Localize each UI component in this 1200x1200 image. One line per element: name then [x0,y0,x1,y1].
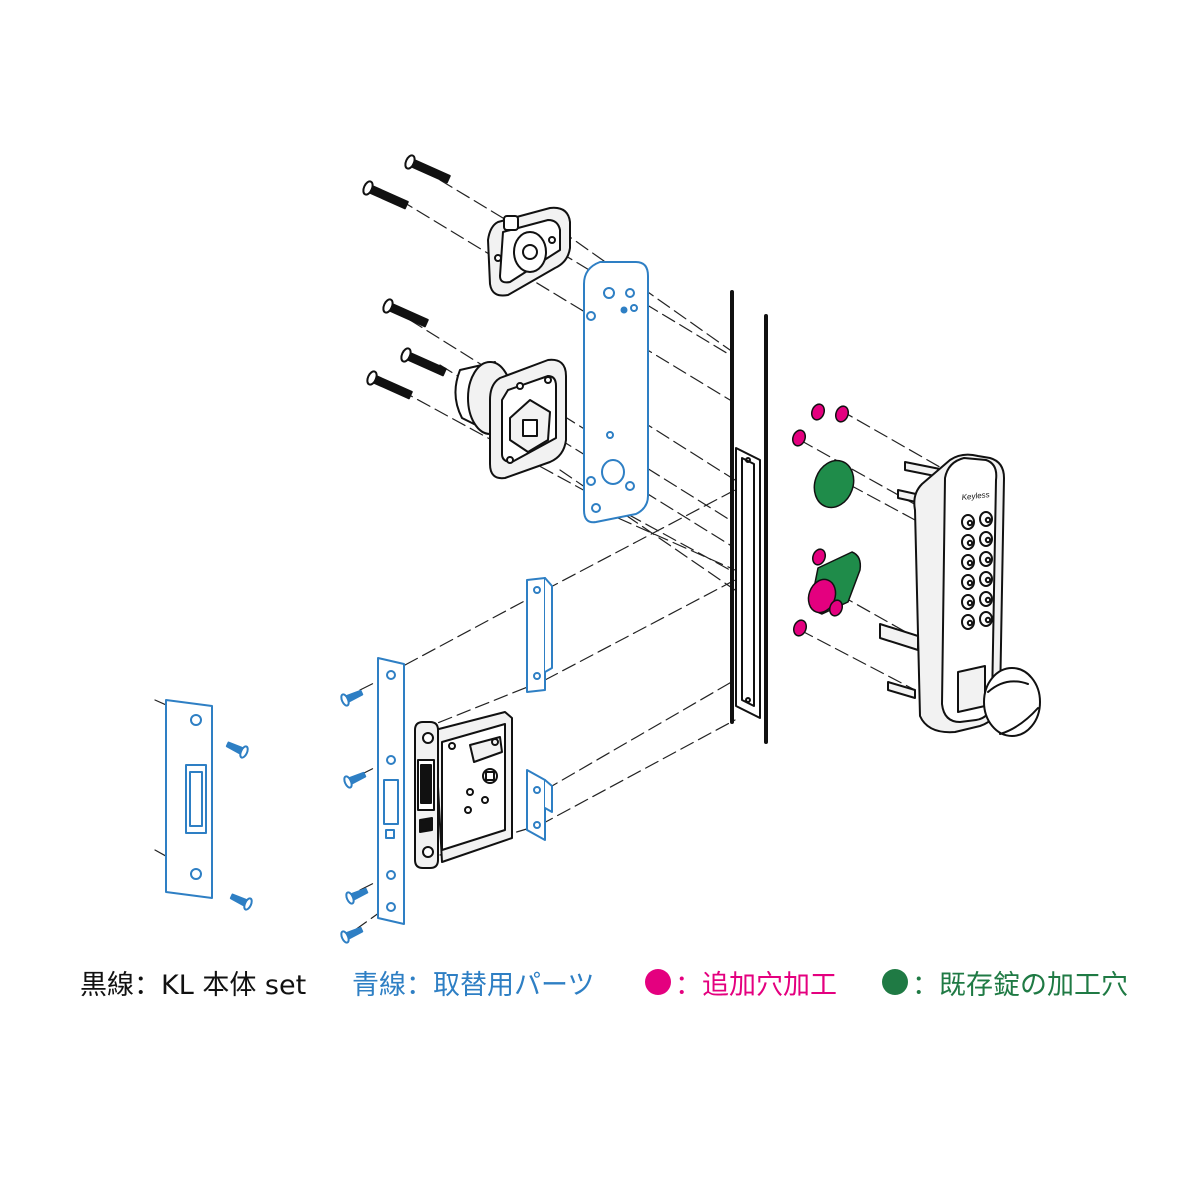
keypad-button-stem [966,519,974,527]
keypad-button-stem [984,516,992,524]
keypad-button-stem [966,579,974,587]
legend-green: ：既存錠の加工穴 [882,962,1128,1002]
lower-strike-plate [526,769,553,841]
door-mortise-pocket [735,447,761,719]
long-screw [404,154,451,184]
additional-hole-markers [791,403,850,637]
legend-magenta-text: ：追加穴加工 [675,969,837,1001]
legend-blue: 青線：取替用パーツ [352,962,594,1002]
legend-green-text: ：既存錠の加工穴 [912,969,1128,1001]
magenta-dot-icon [645,969,671,995]
short-screw [229,893,253,911]
front-faceplate [377,657,405,925]
keypad-button-stem [984,536,992,544]
keypad-knob [957,665,1041,737]
middle-escutcheon [454,358,567,480]
short-screw [225,741,249,759]
keypad-button-stem [966,539,974,547]
keypad-button-stem [984,596,992,604]
replacement-backplate [583,261,649,524]
legend-blue-text: 青線：取替用パーツ [352,969,595,1001]
keypad-button-stem [966,599,974,607]
legend-black-text: 黒線：KL 本体 set [80,969,307,1001]
long-screw [366,370,413,400]
short-screw [340,689,364,707]
keypad-button-stem [984,556,992,564]
legend-magenta: ：追加穴加工 [645,962,837,1002]
keypad-button-stem [966,559,974,567]
long-screw [382,298,429,328]
keypad-lock-body: Keyless [879,453,1041,737]
keypad-button-stem [984,576,992,584]
top-escutcheon [487,206,571,297]
frame-strike-plate [165,699,213,899]
long-screw [400,347,447,377]
long-screw [362,180,409,210]
short-screw [340,926,364,944]
short-screw [343,771,367,789]
keypad-buttons [961,511,993,630]
mortise-lock-case [434,711,513,863]
keypad-button-stem [966,619,974,627]
short-screw [345,887,369,905]
door-section [730,290,768,744]
keypad-brand-label: Keyless [961,490,990,502]
mortise-faceplate [414,721,439,869]
upper-strike-plate [526,577,553,693]
assembly-guide-lines [154,179,946,931]
green-dot-icon [882,969,908,995]
keypad-button-stem [984,616,992,624]
legend-black: 黒線：KL 本体 set [80,962,306,1002]
